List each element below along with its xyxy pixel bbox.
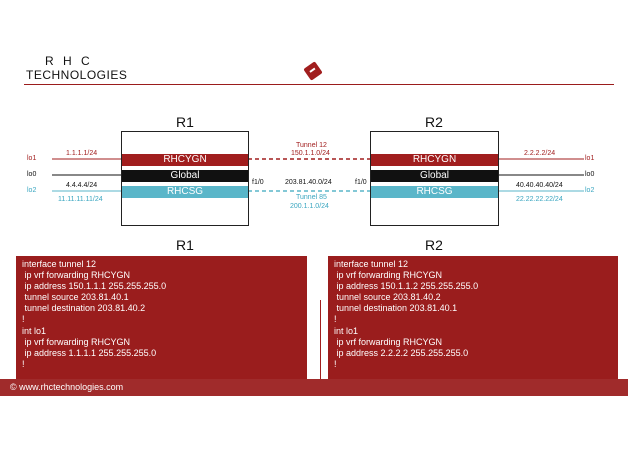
r1-ip-lo2: 11.11.11.11/24 (58, 196, 103, 203)
r2-title: R2 (425, 114, 443, 130)
r1-ip-lo0: 4.4.4.4/24 (66, 182, 98, 189)
footer-bar: © www.rhctechnologies.com (0, 379, 628, 396)
topology-links (52, 158, 584, 192)
r2-config-title: R2 (425, 237, 443, 253)
config-line: ! (22, 314, 25, 325)
config-line: ip address 150.1.1.1 255.255.255.0 (22, 281, 167, 292)
config-line: tunnel source 203.81.40.1 (22, 292, 129, 303)
r2-ip-lo2: 22.22.22.22/24 (516, 196, 563, 203)
book-logo-icon (304, 62, 322, 80)
header-divider (24, 84, 614, 85)
r2-wan-if: f1/0 (355, 179, 367, 186)
config-line: int lo1 (334, 325, 359, 336)
r2-router-box: RHCYGN Global RHCSG (370, 131, 499, 226)
config-line: ip vrf forwarding RHCYGN (22, 270, 131, 281)
config-line: ! (22, 358, 25, 369)
config-line: ! (334, 314, 337, 325)
r1-vrf-rhcsg: RHCSG (122, 186, 248, 198)
config-line: tunnel source 203.81.40.2 (334, 292, 441, 303)
r1-config-lines: interface tunnel 12 ip vrf forwarding RH… (22, 259, 166, 370)
r1-ip-lo1: 1.1.1.1/24 (66, 150, 98, 157)
config-line: ip address 2.2.2.2 255.255.255.0 (334, 347, 469, 358)
config-line: int lo1 (22, 325, 47, 336)
r2-vrf-global: Global (371, 170, 498, 182)
r1-title: R1 (176, 114, 194, 130)
wan-network: 203.81.40.0/24 (285, 179, 332, 186)
tunnel85-network: 200.1.1.0/24 (290, 203, 329, 210)
r2-config-panel: interface tunnel 12 ip vrf forwarding RH… (328, 256, 618, 379)
brand-line-2: TECHNOLOGIES (26, 68, 128, 82)
config-line: ip address 1.1.1.1 255.255.255.0 (22, 347, 157, 358)
r1-wan-if: f1/0 (252, 179, 264, 186)
r2-ip-lo0: 40.40.40.40/24 (516, 182, 563, 189)
config-line: ip vrf forwarding RHCYGN (334, 336, 443, 347)
r1-if-lo0: lo0 (27, 171, 37, 178)
brand-line-1: R H C (45, 54, 93, 68)
r1-config-panel: interface tunnel 12 ip vrf forwarding RH… (16, 256, 307, 379)
r1-vrf-global: Global (122, 170, 248, 182)
r2-vrf-rhcygn: RHCYGN (371, 154, 498, 166)
r1-vrf-rhcygn: RHCYGN (122, 154, 248, 166)
r2-vrf-rhcsg: RHCSG (371, 186, 498, 198)
r2-config-lines: interface tunnel 12 ip vrf forwarding RH… (334, 259, 478, 370)
r1-if-lo2: lo2 (27, 187, 37, 194)
tunnel12-label: Tunnel 12 (296, 142, 327, 149)
r2-if-lo2: lo2 (585, 187, 595, 194)
r2-ip-lo1: 2.2.2.2/24 (524, 150, 556, 157)
config-line: ip vrf forwarding RHCYGN (22, 336, 131, 347)
r1-config-title: R1 (176, 237, 194, 253)
config-line: interface tunnel 12 (334, 259, 409, 269)
tunnel85-label: Tunnel 85 (296, 194, 327, 201)
config-line: ! (334, 358, 337, 369)
r1-router-box: RHCYGN Global RHCSG (121, 131, 249, 226)
config-line: tunnel destination 203.81.40.2 (22, 303, 146, 314)
config-line: ip vrf forwarding RHCYGN (334, 270, 443, 281)
config-line: tunnel destination 203.81.40.1 (334, 303, 458, 314)
config-line: interface tunnel 12 (22, 259, 97, 269)
r1-if-lo1: lo1 (27, 155, 37, 162)
tunnel12-network: 150.1.1.0/24 (291, 150, 330, 157)
config-line: ip address 150.1.1.2 255.255.255.0 (334, 281, 479, 292)
footer-copyright: © www.rhctechnologies.com (10, 382, 124, 392)
r2-if-lo0: lo0 (585, 171, 595, 178)
config-divider (320, 300, 321, 379)
r2-if-lo1: lo1 (585, 155, 595, 162)
